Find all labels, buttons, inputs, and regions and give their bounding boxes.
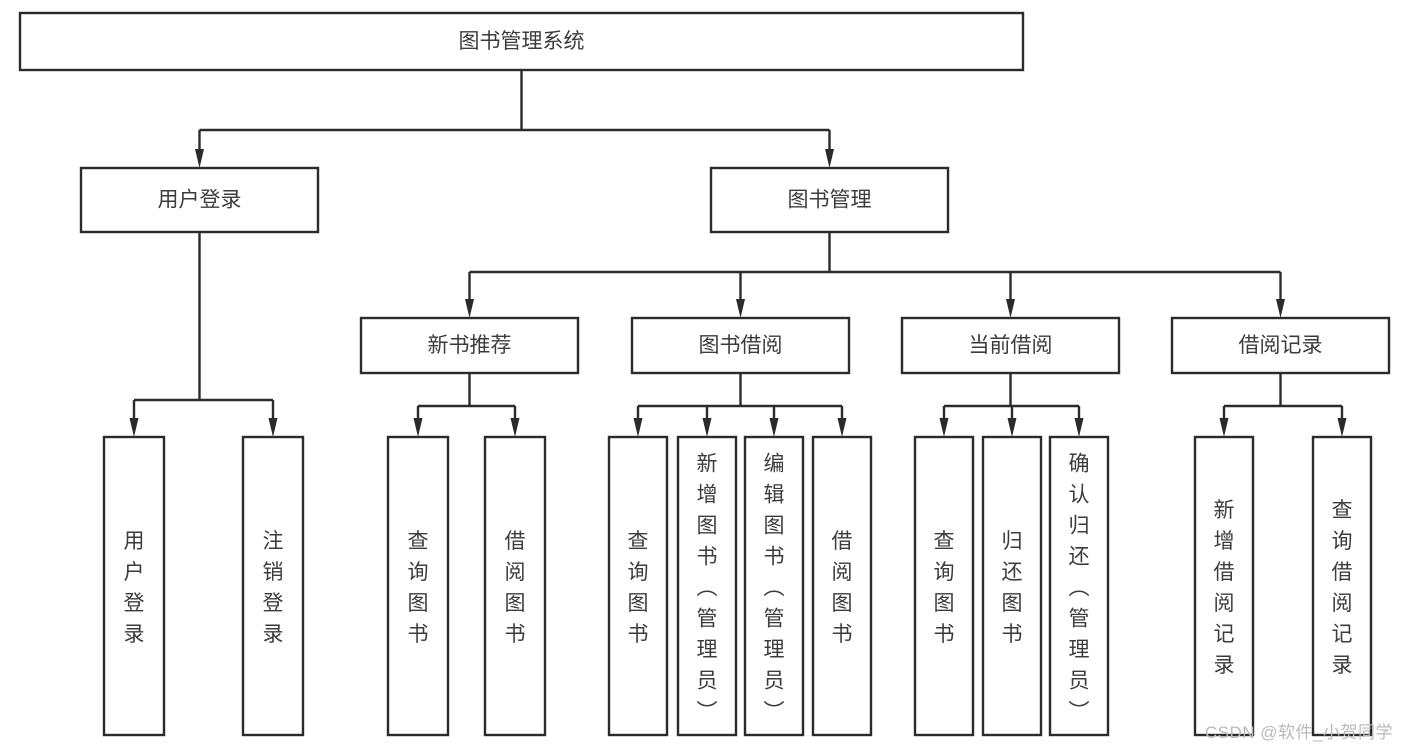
node-label-book-borrow: 图书借阅 [699,334,783,357]
arrow-book-borrow [736,299,745,318]
node-box-leaf-confirm-return-admin[interactable] [1048,435,1110,737]
arrow-leaf-user-logout [268,418,278,437]
node-label-leaf-user-logout: 注销登录 [263,530,284,646]
node-box-new-book-recommend[interactable] [359,316,580,375]
arrow-leaf-edit-book-admin [769,418,779,437]
node-level3-borrow-record[interactable]: 借阅记录 [1170,316,1391,375]
node-label-book-management: 图书管理 [788,189,872,212]
node-level3-new-book-recommend[interactable]: 新书推荐 [359,316,580,375]
node-boxes-layer: 图书管理系统用户登录图书管理新书推荐图书借阅当前借阅借阅记录用户登录注销登录查询… [18,11,1391,737]
csdn-watermark: CSDN @软件_小贺同学 [1204,723,1393,742]
node-leaf-leaf-return-book[interactable]: 归还图书 [981,435,1043,737]
arrow-new-book-recommend [465,299,474,318]
arrow-leaf-return-book [1007,418,1017,437]
node-box-leaf-query-book-borrow[interactable] [607,435,669,737]
node-leaf-leaf-confirm-return-admin[interactable]: 确认归还︵管理员︶ [1048,435,1110,737]
arrow-current-borrow [1006,299,1015,318]
node-box-leaf-query-book-recommend[interactable] [386,435,450,737]
node-label-borrow-record: 借阅记录 [1239,334,1323,357]
node-level2-user-login[interactable]: 用户登录 [79,166,320,234]
node-box-leaf-edit-book-admin[interactable] [743,435,805,737]
node-box-leaf-add-book-admin[interactable] [676,435,738,737]
arrow-leaf-confirm-return-admin [1074,418,1084,437]
arrow-leaf-add-book-admin [702,418,712,437]
node-label-new-book-recommend: 新书推荐 [428,334,512,357]
arrow-leaf-borrow-book [837,418,847,437]
node-label-leaf-add-borrow-record: 新增借阅记录 [1214,499,1235,677]
node-root[interactable]: 图书管理系统 [18,11,1025,72]
connector-lines-layer [129,70,1347,437]
node-level2-book-management[interactable]: 图书管理 [709,166,950,234]
node-label-root: 图书管理系统 [459,30,585,53]
node-leaf-leaf-query-borrow-record[interactable]: 查询借阅记录 [1311,435,1373,737]
arrow-user-login [195,149,204,168]
node-label-leaf-query-borrow-record: 查询借阅记录 [1332,499,1353,677]
arrow-leaf-query-book-recommend [413,418,423,437]
node-level3-book-borrow[interactable]: 图书借阅 [630,316,851,375]
node-label-leaf-add-book-admin: 新增图书︵管理员︶ [697,453,718,724]
node-box-current-borrow[interactable] [900,316,1121,375]
arrow-leaf-query-book-current [939,418,949,437]
node-label-leaf-query-book-borrow: 查询图书 [628,530,649,646]
node-box-book-borrow[interactable] [630,316,851,375]
node-label-leaf-edit-book-admin: 编辑图书︵管理员︶ [764,453,785,724]
node-label-current-borrow: 当前借阅 [969,334,1053,357]
node-box-leaf-return-book[interactable] [981,435,1043,737]
node-box-leaf-user-login[interactable] [102,435,166,737]
node-box-root[interactable] [18,11,1025,72]
node-leaf-leaf-add-borrow-record[interactable]: 新增借阅记录 [1193,435,1255,737]
node-label-user-login: 用户登录 [158,189,242,212]
node-leaf-leaf-edit-book-admin[interactable]: 编辑图书︵管理员︶ [743,435,805,737]
node-leaf-leaf-query-book-recommend[interactable]: 查询图书 [386,435,450,737]
node-label-leaf-user-login: 用户登录 [124,530,145,646]
node-box-leaf-query-borrow-record[interactable] [1311,435,1373,737]
node-label-leaf-query-book-recommend: 查询图书 [408,530,429,646]
node-box-user-login[interactable] [79,166,320,234]
arrow-leaf-borrow-book-recommend [510,418,520,437]
node-box-leaf-query-book-current[interactable] [913,435,975,737]
node-box-leaf-add-borrow-record[interactable] [1193,435,1255,737]
node-box-book-management[interactable] [709,166,950,234]
node-label-leaf-confirm-return-admin: 确认归还︵管理员︶ [1069,453,1090,724]
node-box-leaf-borrow-book-recommend[interactable] [483,435,547,737]
arrow-leaf-query-borrow-record [1337,418,1347,437]
node-leaf-leaf-add-book-admin[interactable]: 新增图书︵管理员︶ [676,435,738,737]
node-label-leaf-query-book-current: 查询图书 [934,530,955,646]
node-label-leaf-return-book: 归还图书 [1002,530,1023,646]
node-leaf-leaf-query-book-current[interactable]: 查询图书 [913,435,975,737]
node-leaf-leaf-user-logout[interactable]: 注销登录 [241,435,305,737]
node-box-borrow-record[interactable] [1170,316,1391,375]
node-label-leaf-borrow-book: 借阅图书 [832,530,853,646]
node-leaf-leaf-user-login[interactable]: 用户登录 [102,435,166,737]
node-leaf-leaf-borrow-book[interactable]: 借阅图书 [811,435,873,737]
arrow-leaf-add-borrow-record [1219,418,1229,437]
arrow-book-management [825,149,834,168]
node-box-leaf-user-logout[interactable] [241,435,305,737]
node-box-leaf-borrow-book[interactable] [811,435,873,737]
node-leaf-leaf-query-book-borrow[interactable]: 查询图书 [607,435,669,737]
arrow-leaf-user-login [129,418,139,437]
arrow-leaf-query-book-borrow [633,418,643,437]
node-level3-current-borrow[interactable]: 当前借阅 [900,316,1121,375]
arrow-borrow-record [1276,299,1285,318]
node-leaf-leaf-borrow-book-recommend[interactable]: 借阅图书 [483,435,547,737]
node-label-leaf-borrow-book-recommend: 借阅图书 [505,530,526,646]
